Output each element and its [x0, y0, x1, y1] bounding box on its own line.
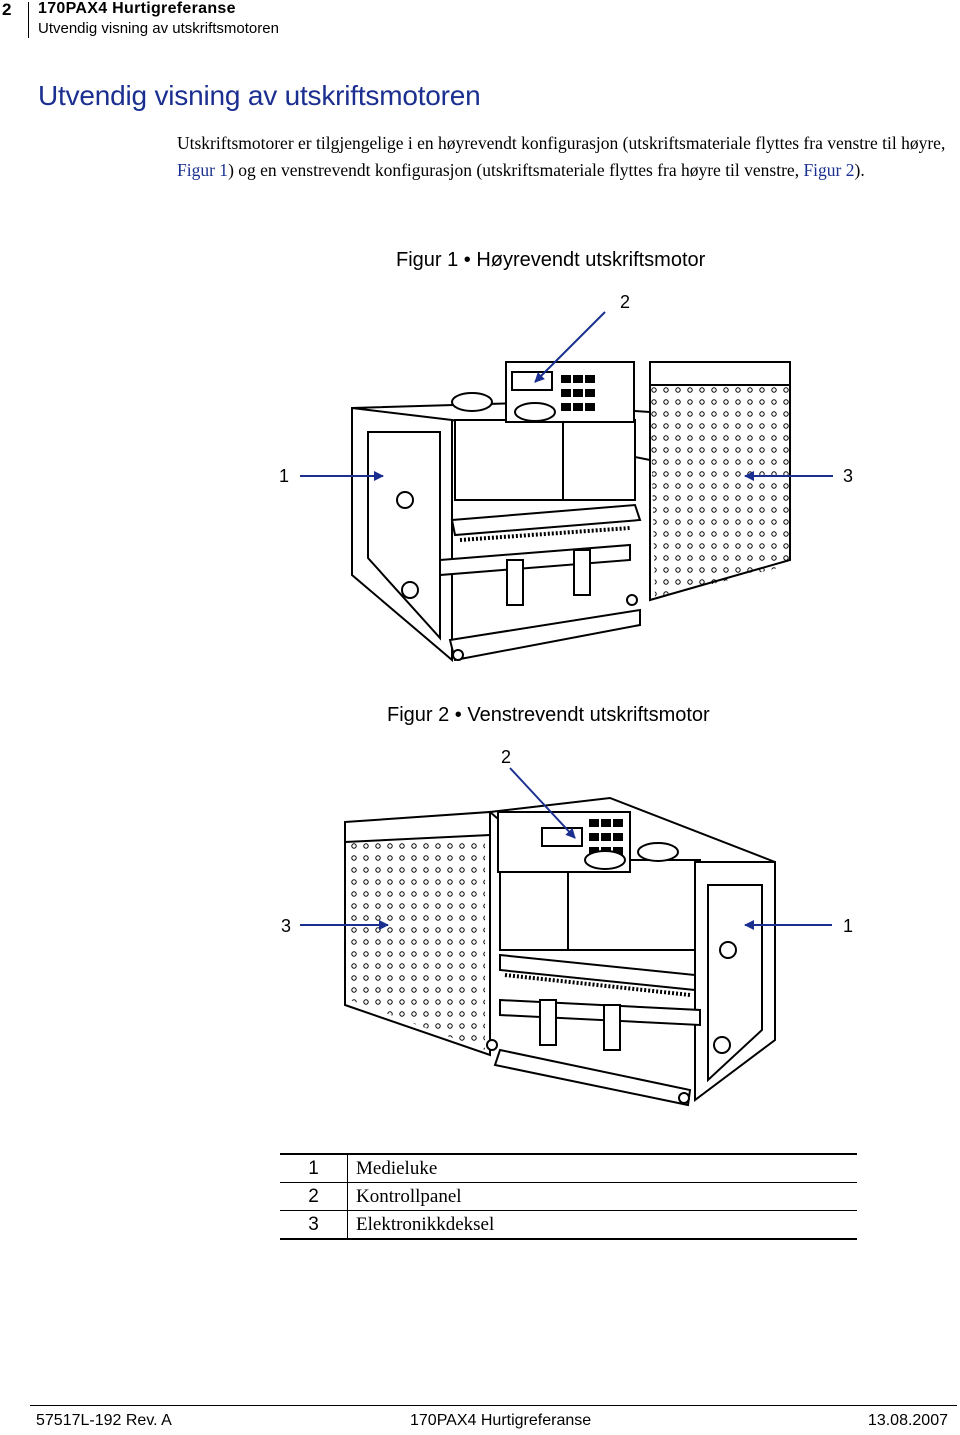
- figure1-callout-2: 2: [620, 292, 630, 312]
- figure1-illustration: 1 2 3: [279, 292, 853, 663]
- legend-row: 2 Kontrollpanel: [280, 1182, 857, 1211]
- legend-row: 3 Elektronikkdeksel: [280, 1210, 857, 1239]
- header-doc-title: 170PAX4 Hurtigreferanse: [38, 0, 236, 17]
- header-section: Utvendig visning av utskriftsmotoren: [38, 20, 279, 37]
- legend-label: Kontrollpanel: [356, 1185, 462, 1207]
- figure2-callout-1: 1: [843, 916, 853, 936]
- intro-text-2: ) og en venstrevendt konfigurasjon (utsk…: [228, 159, 804, 180]
- legend-row: 1 Medieluke: [280, 1154, 857, 1183]
- page-number: 2: [2, 0, 12, 19]
- intro-text-1: Utskriftsmotorer er tilgjengelige i en h…: [177, 133, 946, 153]
- section-title: Utvendig visning av utskriftsmotoren: [38, 80, 481, 111]
- figure1-callout-3: 3: [843, 466, 853, 486]
- footer-date: 13.08.2007: [867, 1412, 948, 1429]
- figure2-illustration: 3 2 1: [281, 747, 853, 1107]
- figure2-callout-arrows: [300, 767, 832, 930]
- figure2-callout-2: 2: [501, 747, 511, 767]
- printer-body-left: [344, 796, 776, 1107]
- figure1-callout-arrows: [300, 311, 833, 481]
- figure1-callout-1: 1: [279, 466, 289, 486]
- figure2-link[interactable]: Figur 2: [803, 159, 855, 180]
- figure2-callout-3: 3: [281, 916, 291, 936]
- figure1-link[interactable]: Figur 1: [177, 159, 229, 180]
- legend-label: Elektronikkdeksel: [356, 1213, 495, 1235]
- intro-paragraph: Utskriftsmotorer er tilgjengelige i en h…: [177, 130, 947, 183]
- legend-table: 1 Medieluke 2 Kontrollpanel 3 Elektronik…: [280, 1153, 857, 1240]
- intro-text-3: ).: [854, 159, 865, 180]
- figure1-caption: Figur 1 • Høyrevendt utskriftsmotor: [396, 249, 706, 271]
- legend-num: 2: [280, 1182, 348, 1211]
- legend-num: 3: [280, 1210, 348, 1239]
- footer-doc-number: 57517L-192 Rev. A: [36, 1412, 172, 1429]
- footer-doc-title: 170PAX4 Hurtigreferanse: [410, 1412, 592, 1429]
- header-rule: [28, 2, 29, 38]
- legend-num: 1: [280, 1154, 348, 1183]
- footer-rule: [30, 1405, 957, 1406]
- legend-label: Medieluke: [356, 1157, 438, 1179]
- figure2-caption: Figur 2 • Venstrevendt utskriftsmotor: [387, 704, 710, 726]
